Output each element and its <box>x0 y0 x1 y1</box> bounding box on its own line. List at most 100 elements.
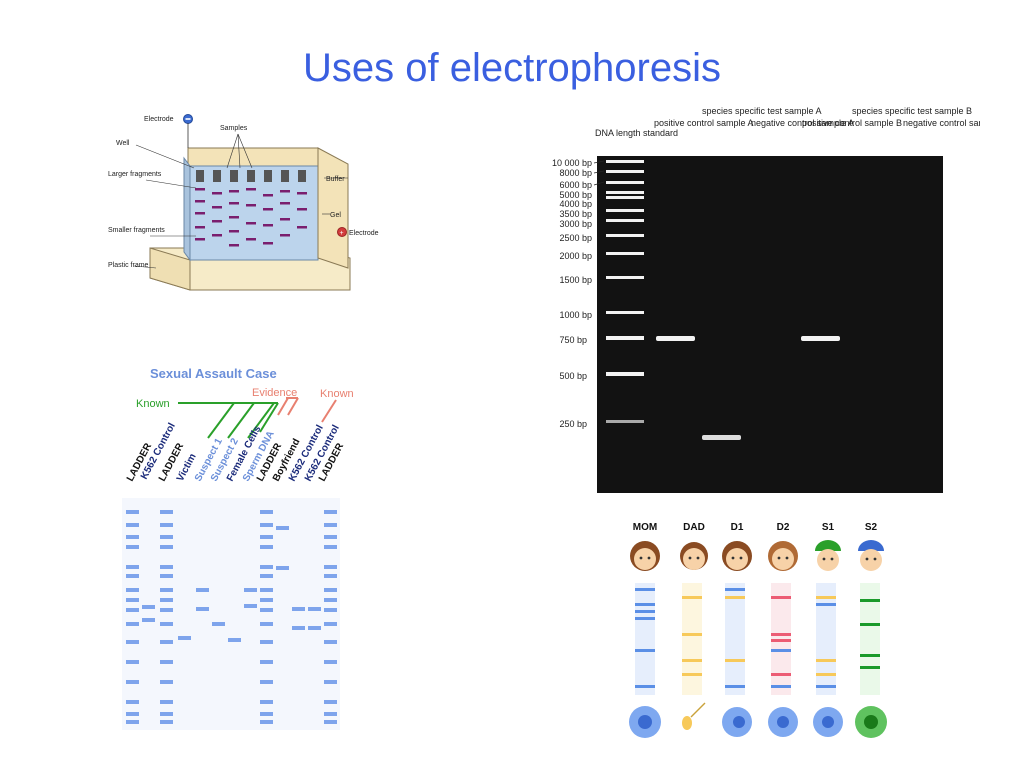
ladder-label: 5000 bp <box>559 190 592 200</box>
gel-band <box>126 588 139 592</box>
gel-band <box>126 640 139 644</box>
gel-band <box>324 535 337 539</box>
gel-band <box>244 604 257 608</box>
gel-band <box>276 566 289 570</box>
gel-background <box>597 156 943 493</box>
known-label: Known <box>136 398 170 410</box>
gel-band <box>324 598 337 602</box>
label-samples: Samples <box>220 125 248 132</box>
gel-band <box>160 720 173 724</box>
gel-band <box>160 640 173 644</box>
gel-band <box>126 510 139 514</box>
gel-band <box>260 523 273 527</box>
gel-band <box>324 712 337 716</box>
gel-band <box>126 700 139 704</box>
gel-band <box>276 526 289 530</box>
gel-band <box>160 700 173 704</box>
gel-band <box>126 545 139 549</box>
gel-band <box>160 608 173 612</box>
ladder-label: 4000 bp <box>559 199 592 209</box>
gel-band <box>212 622 225 626</box>
gel-band <box>324 640 337 644</box>
face-d2 <box>768 541 798 571</box>
gel-band <box>260 598 273 602</box>
gel-band <box>260 660 273 664</box>
ladder-label: 8000 bp <box>559 168 592 178</box>
ladder-label: 500 bp <box>559 371 587 381</box>
label-buffer: Buffer <box>326 176 345 183</box>
gel-band <box>160 535 173 539</box>
col-header-3: negative control sample A <box>751 118 854 128</box>
gel-band <box>126 720 139 724</box>
gel-band <box>324 660 337 664</box>
gel-band <box>126 680 139 684</box>
gel-band <box>292 626 305 630</box>
gel-band <box>126 598 139 602</box>
gel-band <box>160 660 173 664</box>
gel-column-headers: DNA length standard positive control sam… <box>595 106 980 138</box>
paternity-figure: MOM DAD D1 D2 S1 S2 <box>629 522 887 738</box>
slide-title: Uses of electrophoresis <box>303 46 721 90</box>
gel-band <box>260 640 273 644</box>
gel-apparatus-diagram: + Electrode Samples Well Larger fragment… <box>108 114 379 291</box>
person-label-mom: MOM <box>633 522 657 533</box>
person-label-dad: DAD <box>683 522 705 533</box>
ladder-label: 250 bp <box>559 419 587 429</box>
gel-band <box>126 660 139 664</box>
face-mom <box>630 541 660 571</box>
gel-band <box>160 712 173 716</box>
gel-band <box>324 588 337 592</box>
gel-band <box>126 574 139 578</box>
gel-band <box>160 622 173 626</box>
ladder-label: 1500 bp <box>559 275 592 285</box>
gel-band <box>260 574 273 578</box>
gel-band <box>308 626 321 630</box>
gel-band <box>126 622 139 626</box>
gel-band <box>324 622 337 626</box>
col-header-5: species specific test sample B <box>852 106 972 116</box>
label-gel: Gel <box>330 212 341 219</box>
gel-band <box>126 565 139 569</box>
dna-gel-figure: DNA length standard positive control sam… <box>552 106 980 493</box>
ladder-label: 3000 bp <box>559 219 592 229</box>
gel-band <box>260 588 273 592</box>
gel-band <box>308 607 321 611</box>
gel-band <box>324 510 337 514</box>
ladder-label: 750 bp <box>559 335 587 345</box>
gel-band <box>160 588 173 592</box>
gel-band <box>260 535 273 539</box>
col-header-6: negative control sample B <box>903 118 980 128</box>
ladder-label: 6000 bp <box>559 180 592 190</box>
gel-band <box>244 588 257 592</box>
gel-band <box>160 565 173 569</box>
gel-band <box>260 622 273 626</box>
label-electrode-top: Electrode <box>144 116 174 123</box>
gel-band <box>324 680 337 684</box>
gel-band <box>228 638 241 642</box>
gel-band <box>160 545 173 549</box>
assault-case-figure: Sexual Assault Case Known Evidence Known… <box>122 366 354 730</box>
face-s2 <box>858 540 884 571</box>
ladder-label: 2500 bp <box>559 233 592 243</box>
gel-band <box>292 607 305 611</box>
gel-band <box>126 523 139 527</box>
gel-band <box>260 608 273 612</box>
gel-band <box>126 535 139 539</box>
ladder-label: 3500 bp <box>559 209 592 219</box>
gel-band <box>260 700 273 704</box>
gel-band <box>260 565 273 569</box>
label-well: Well <box>116 140 130 147</box>
ladder-label: 2000 bp <box>559 251 592 261</box>
col-header-1: positive control sample A <box>654 118 754 128</box>
person-label-d1: D1 <box>731 522 744 533</box>
label-plastic-frame: Plastic frame <box>108 262 149 269</box>
gel-band <box>160 598 173 602</box>
label-larger-fragments: Larger fragments <box>108 171 162 178</box>
gel-band <box>160 510 173 514</box>
gel-band <box>196 607 209 611</box>
gel-band <box>324 565 337 569</box>
gel-band <box>324 608 337 612</box>
gel-band <box>324 720 337 724</box>
gel-band <box>126 608 139 612</box>
label-electrode-right: Electrode <box>349 230 379 237</box>
